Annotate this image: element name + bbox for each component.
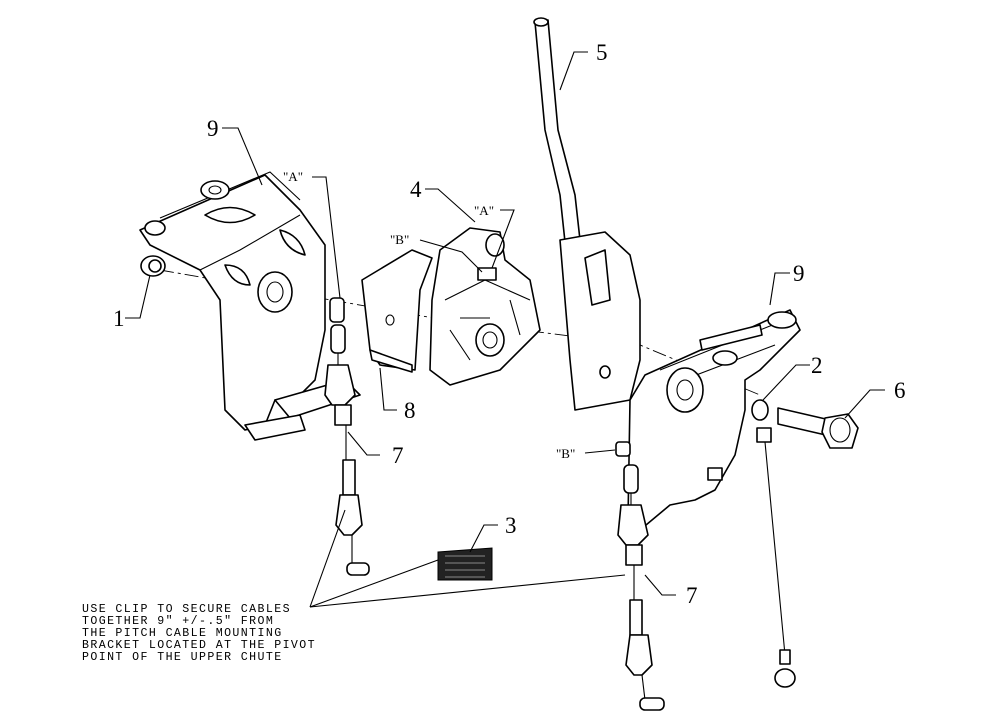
callout-7-right: 7 bbox=[686, 583, 698, 608]
flange-nut bbox=[140, 255, 166, 277]
callout-8: 8 bbox=[404, 398, 416, 423]
callout-6: 6 bbox=[894, 378, 906, 403]
cable-clip bbox=[437, 547, 493, 581]
callout-7-left: 7 bbox=[392, 443, 404, 468]
chute-rod bbox=[533, 17, 641, 411]
label-b-left: "B" bbox=[390, 232, 409, 247]
leader-lines bbox=[125, 51, 885, 608]
label-a-left: "A" bbox=[283, 169, 303, 184]
note-line-3: THE PITCH CABLE MOUNTING bbox=[82, 626, 283, 640]
left-mounting-bracket bbox=[139, 171, 361, 441]
callout-2: 2 bbox=[811, 353, 823, 378]
label-b-right: "B" bbox=[556, 446, 575, 461]
clip-instruction-note: USE CLIP TO SECURE CABLES TOGETHER 9" +/… bbox=[82, 604, 316, 664]
callout-5: 5 bbox=[596, 40, 608, 65]
left-cable-assembly bbox=[324, 297, 370, 576]
shoulder-bolt bbox=[777, 407, 859, 449]
note-line-1: USE CLIP TO SECURE CABLES bbox=[82, 603, 291, 616]
note-line-5: POINT OF THE UPPER CHUTE bbox=[82, 650, 283, 664]
callout-1: 1 bbox=[113, 306, 125, 331]
right-cable-assembly bbox=[615, 441, 665, 711]
label-a-right: "A" bbox=[474, 203, 494, 218]
callout-9-right: 9 bbox=[793, 261, 805, 286]
chute-control-head bbox=[429, 227, 541, 386]
eye-cable bbox=[751, 399, 796, 688]
right-mounting-bracket bbox=[627, 309, 801, 531]
callout-4: 4 bbox=[410, 177, 422, 202]
callout-9-left: 9 bbox=[207, 116, 219, 141]
callout-3: 3 bbox=[505, 513, 517, 538]
cover-plate bbox=[361, 249, 433, 373]
note-line-2: TOGETHER 9" +/-.5" FROM bbox=[82, 614, 275, 628]
note-line-4: BRACKET LOCATED AT THE PIVOT bbox=[82, 638, 317, 652]
